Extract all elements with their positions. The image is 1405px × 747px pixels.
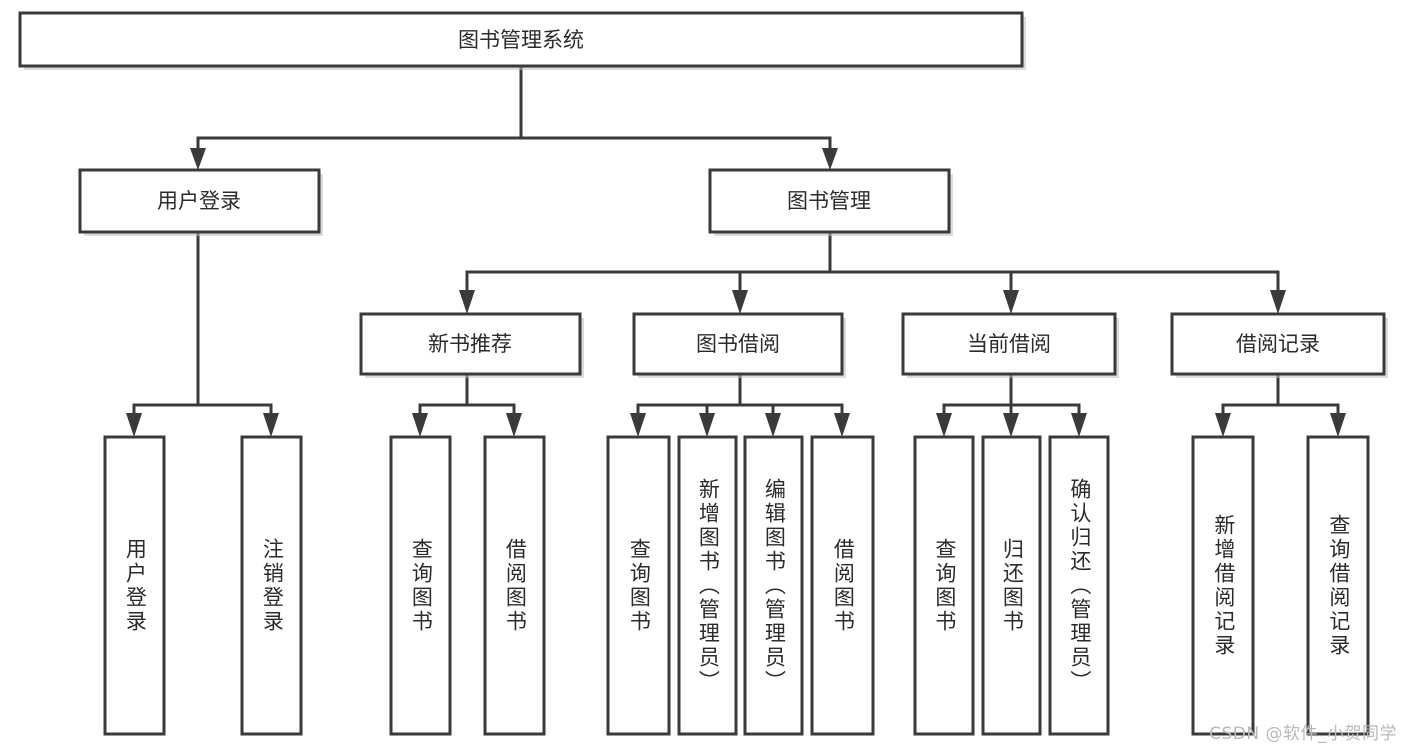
csdn-watermark: CSDN @软件_小贺同学 xyxy=(1209,724,1397,744)
arrow-to-new-book-rec xyxy=(459,290,475,314)
arrow-to-leaf-4 xyxy=(506,413,522,437)
arrow-to-current-borrow xyxy=(1003,290,1019,314)
label-borrow-record: 借阅记录 xyxy=(1236,332,1320,356)
box-new-book-rec[interactable] xyxy=(359,312,582,376)
label-book-manage: 图书管理 xyxy=(787,189,871,213)
arrow-to-leaf-13 xyxy=(1330,413,1346,437)
arrow-to-leaf-12 xyxy=(1215,413,1231,437)
box-current-borrow[interactable] xyxy=(901,312,1117,376)
box-group xyxy=(18,11,1386,736)
arrow-to-book-borrow xyxy=(732,290,748,314)
horizontal-label-group: 图书管理系统 用户登录 图书管理 新书推荐 图书借阅 当前借阅 借阅记录 xyxy=(157,28,1320,356)
connector-group xyxy=(126,64,1346,437)
box-leaf-9[interactable] xyxy=(913,435,975,736)
arrow-to-leaf-5 xyxy=(630,413,646,437)
arrow-to-leaf-1 xyxy=(126,413,142,437)
arrow-to-leaf-10 xyxy=(1003,413,1019,437)
box-leaf-10[interactable] xyxy=(981,435,1042,736)
label-book-borrow: 图书借阅 xyxy=(696,332,780,356)
box-leaf-8[interactable] xyxy=(810,435,875,736)
box-user-login[interactable] xyxy=(78,168,321,234)
box-book-borrow[interactable] xyxy=(632,312,844,376)
box-leaf-1[interactable] xyxy=(103,435,166,736)
arrow-to-leaf-3 xyxy=(412,413,428,437)
box-leaf-4[interactable] xyxy=(483,435,546,736)
arrow-to-borrow-record xyxy=(1270,290,1286,314)
box-leaf-12[interactable] xyxy=(1191,435,1255,736)
box-leaf-3[interactable] xyxy=(389,435,452,736)
arrow-root-to-user-login xyxy=(190,148,206,170)
box-leaf-11[interactable] xyxy=(1048,435,1110,736)
label-new-book-rec: 新书推荐 xyxy=(428,332,512,356)
box-book-manage[interactable] xyxy=(708,168,951,234)
arrow-to-leaf-7 xyxy=(765,413,781,437)
label-current-borrow: 当前借阅 xyxy=(967,332,1051,356)
box-leaf-7[interactable] xyxy=(743,435,804,736)
box-borrow-record[interactable] xyxy=(1170,312,1386,376)
arrow-to-leaf-6 xyxy=(699,413,715,437)
arrow-to-leaf-8 xyxy=(834,413,850,437)
box-leaf-5[interactable] xyxy=(606,435,671,736)
arrow-to-leaf-2 xyxy=(263,413,279,437)
box-leaf-6[interactable] xyxy=(677,435,738,736)
box-root[interactable] xyxy=(18,11,1024,68)
label-user-login: 用户登录 xyxy=(157,189,241,213)
arrow-to-leaf-9 xyxy=(936,413,952,437)
arrow-root-to-book-manage xyxy=(822,148,838,170)
box-leaf-2[interactable] xyxy=(240,435,303,736)
label-root: 图书管理系统 xyxy=(458,28,584,52)
arrow-to-leaf-11 xyxy=(1071,413,1087,437)
box-leaf-13[interactable] xyxy=(1306,435,1370,736)
